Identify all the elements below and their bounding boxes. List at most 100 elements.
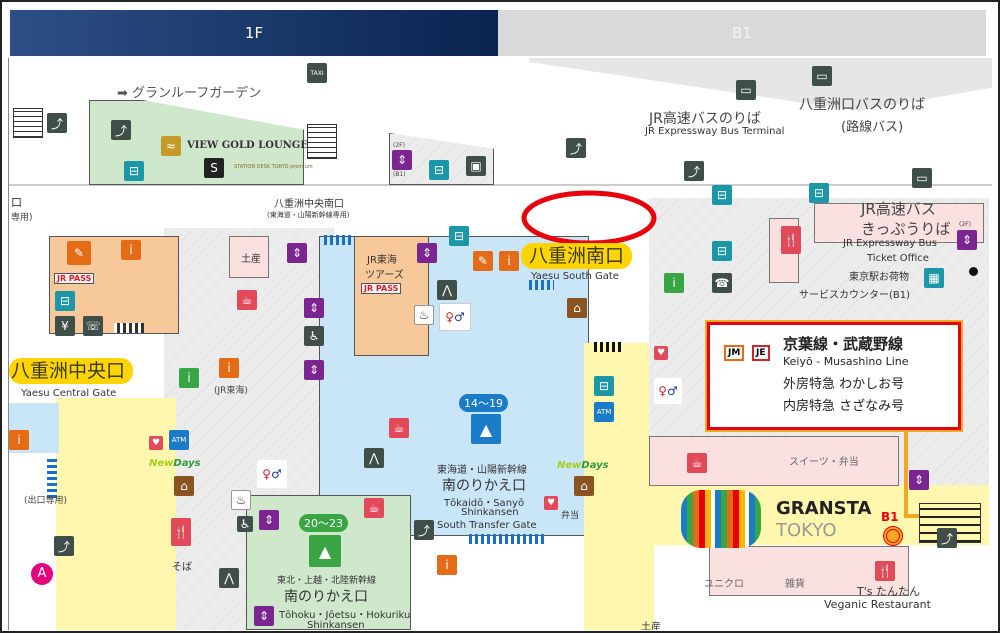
newdays-a: New — [557, 460, 582, 471]
waiting-room-icon: ⋀ — [364, 448, 384, 468]
atm-icon: ATM — [169, 430, 189, 450]
luggage-icon: ▦ — [924, 268, 944, 288]
tohoku-jp: 東北・上越・北陸新幹線 — [277, 576, 377, 586]
restaurant-icon: 🍴 — [781, 226, 801, 254]
highlight-ellipse — [521, 190, 657, 246]
information-icon: i — [664, 273, 684, 293]
south-transfer-en: South Transfer Gate — [437, 520, 537, 531]
souvenir-label: 土産 — [641, 622, 661, 630]
tohoku-en: Tōhoku・Jōetsu・Hokuriku — [279, 610, 411, 621]
yellow-area-west — [56, 398, 176, 630]
locker-icon: ▣ — [466, 156, 486, 176]
lounge-icon: ≈ — [161, 136, 181, 156]
station-desk-icon: S — [204, 158, 224, 178]
taxi-icon: TAXI — [307, 63, 327, 83]
jr-pass-label: JR PASS — [54, 273, 95, 284]
location-dot — [969, 267, 978, 276]
goods-label: 雑貨 — [785, 579, 805, 590]
elevator-icon: ⇕ — [417, 243, 437, 263]
tab-b1[interactable]: B1 — [498, 10, 986, 56]
bus-ticket-jp2: きっぷうりば — [861, 220, 951, 238]
luggage-jp2: サービスカウンター(B1) — [799, 290, 911, 301]
elevator-icon: ⇕ — [304, 360, 324, 380]
uniqlo-label: ユニクロ — [704, 579, 744, 590]
gransta-logo — [681, 490, 761, 548]
ticket-gates — [529, 280, 554, 290]
line-name-en: Keiyō - Musashino Line — [783, 355, 909, 368]
tab-1f[interactable]: 1F — [10, 10, 498, 56]
taxi-text: TAXI — [310, 69, 324, 77]
cafe-icon: ☕ — [687, 453, 707, 473]
tokyo-text: TOKYO — [776, 520, 837, 541]
floor-2f-label: (2F) — [393, 142, 405, 149]
shop-icon: ⌂ — [174, 476, 194, 496]
elevator-icon: ⇕ — [392, 150, 412, 170]
limited-express-2: 内房特急 さざなみ号 — [783, 399, 905, 414]
yaesu-south-gate-badge: 八重洲南口 — [521, 243, 633, 269]
stairs — [114, 323, 144, 333]
ticket-machine-icon: ⊟ — [809, 183, 829, 203]
elevator-icon: ⇕ — [254, 606, 274, 626]
bus-ticket-en1: JR Expressway Bus — [843, 238, 937, 249]
info-desk-icon: i — [121, 240, 141, 260]
restaurant-icon: 🍴 — [875, 561, 895, 581]
tokaido-jp: 東海道・山陽新幹線 — [437, 465, 527, 476]
escalator-icon: ⤴ — [684, 161, 704, 181]
escalator-icon: ⤴ — [566, 138, 586, 158]
escalator-icon: ⤴ — [937, 528, 957, 548]
bus-icon: ▭ — [912, 168, 932, 188]
stairs — [307, 124, 337, 159]
jr-tokai-tours1: JR東海 — [367, 255, 397, 266]
tohoku-transfer-jp: 南のりかえ口 — [284, 589, 368, 605]
shinkansen-en: Shinkansen — [461, 507, 519, 518]
ticket-machine-icon: ⊟ — [429, 160, 449, 180]
ticket-machine-icon: ⊟ — [594, 376, 614, 396]
bus-icon: ▭ — [736, 80, 756, 100]
lounge-label: VIEW GOLD LOUNGE — [187, 140, 308, 151]
waiting-room-icon: ⋀ — [437, 280, 457, 300]
escalator-icon: ⤴ — [54, 536, 74, 556]
route-line — [904, 431, 908, 518]
jr-tokai-tours — [354, 236, 429, 356]
ticket-office-icon: ✎ — [67, 241, 91, 265]
point-a-text: A — [37, 566, 47, 581]
jm-line-badge: JM — [724, 345, 745, 361]
floor-map: ➡ グランルーフガーデン TAXI VIEW GOLD LOUNGE STATI… — [8, 58, 992, 630]
wheelchair-icon: ♿ — [304, 326, 324, 346]
elevator-icon: ⇕ — [957, 230, 977, 250]
souvenir-shop — [229, 236, 269, 278]
elevator-icon: ⇕ — [909, 470, 929, 490]
ticket-machine-icon: ⊟ — [124, 161, 144, 181]
ticket-gates — [324, 235, 354, 245]
escalator-icon: ⤴ — [414, 520, 434, 540]
yaesu-bus-jp: 八重洲口バスのりば — [799, 97, 925, 113]
stairs — [13, 108, 43, 138]
newdays-logo: NewDays — [557, 460, 609, 471]
ticket-machine-icon: ⊟ — [712, 185, 732, 205]
tracks-20-23-badge: 20〜23 — [299, 514, 348, 532]
info-desk-icon: i — [499, 251, 519, 271]
gate-label-cut: 口 — [11, 196, 22, 209]
souvenir-label: 土産 — [241, 254, 261, 265]
ticket-gates — [594, 342, 624, 352]
smoking-icon: ♨ — [231, 490, 251, 510]
bus-terminal-jp: JR高速バスのりば — [649, 111, 761, 127]
veganic-label: Veganic Restaurant — [824, 598, 931, 611]
tracks-14-19-badge: 14〜19 — [459, 394, 508, 412]
escalator-icon: ⤴ — [111, 120, 131, 140]
yaesu-chuo-minami-label: 八重洲中央南口 — [274, 199, 344, 210]
tokaido-en: Tōkaidō・Sanyō — [444, 498, 525, 509]
keiyo-line-box: JM JE 京葉線・武蔵野線 Keiyō - Musashino Line 外房… — [705, 320, 963, 432]
b1-stairs-marker — [883, 526, 903, 546]
south-gate-jp: 八重洲南口 — [529, 245, 625, 267]
info-desk-icon: i — [219, 358, 239, 378]
ticket-machine-icon: ⊟ — [449, 226, 469, 246]
tstantan-label: T's たんたん — [857, 585, 920, 598]
info-desk-icon: i — [9, 430, 29, 450]
exit-only-label: (出口専用) — [24, 496, 68, 506]
ticket-machine-icon: ⊟ — [712, 241, 732, 261]
newdays-b: Days — [173, 458, 201, 469]
bento-label: 弁当 — [561, 511, 580, 521]
central-gate-jp: 八重洲中央口 — [11, 360, 126, 382]
